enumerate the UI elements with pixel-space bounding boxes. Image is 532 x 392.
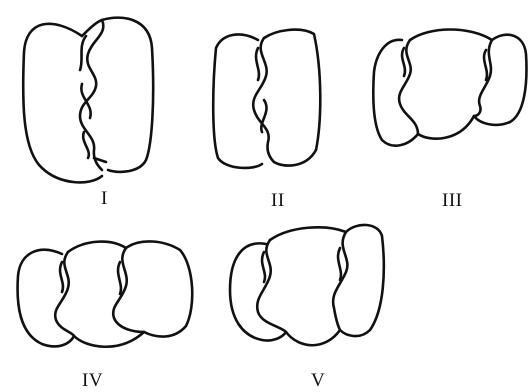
figure-label-3: III bbox=[442, 190, 463, 211]
knot-figure-5 bbox=[228, 223, 386, 347]
figure-label-2: II bbox=[271, 190, 285, 211]
knot-figure-3 bbox=[371, 28, 528, 147]
knot-figure-1 bbox=[21, 16, 155, 184]
figure-label-1: I bbox=[101, 188, 108, 209]
figure-label-5: V bbox=[311, 370, 326, 391]
knot-figure-4 bbox=[16, 240, 194, 349]
figure-label-4: IV bbox=[82, 370, 104, 391]
knot-figure-2 bbox=[211, 28, 322, 170]
